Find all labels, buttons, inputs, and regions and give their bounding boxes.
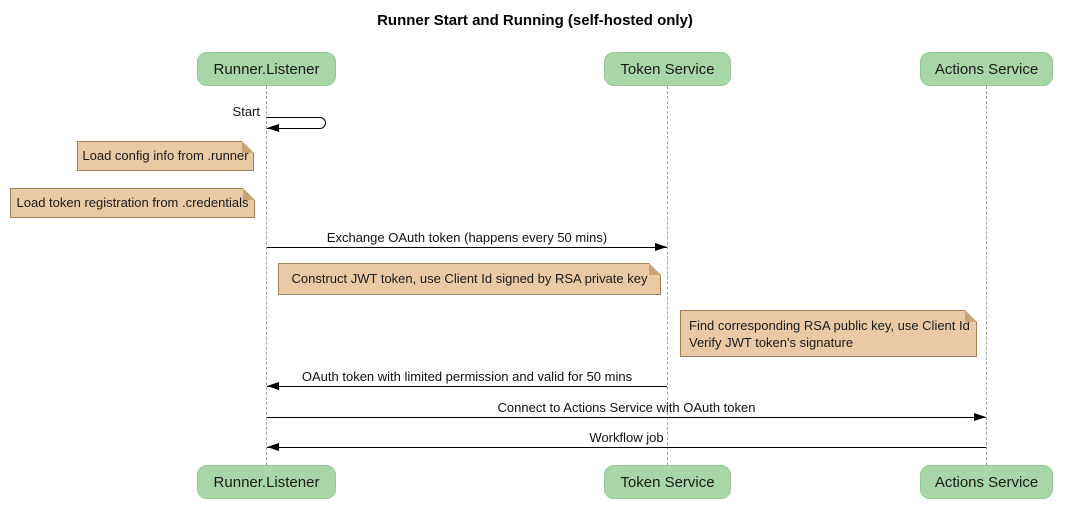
arrowhead-left-icon [267, 123, 279, 132]
note-text-line2: Verify JWT token's signature [689, 335, 854, 350]
arrowhead-right-icon [974, 412, 986, 421]
message-line [267, 242, 667, 251]
note-text: Load token registration from .credential… [16, 195, 249, 210]
note-load-token-registration: Load token registration from .credential… [10, 188, 255, 218]
arrowhead-right-icon [655, 242, 667, 251]
message-label: OAuth token with limited permission and … [301, 369, 633, 384]
message-label: Workflow job [589, 430, 664, 445]
lifeline-actions-service [986, 86, 987, 465]
message-workflow-job: Workflow job [267, 430, 986, 451]
message-line [267, 442, 986, 451]
note-text-line1: Find corresponding RSA public key, use C… [689, 318, 970, 333]
note-text: Load config info from .runner [82, 148, 249, 163]
actor-runner-listener-top: Runner.Listener [197, 52, 336, 86]
message-line [267, 412, 986, 421]
arrowhead-left-icon [267, 381, 279, 390]
self-message-start-label: Start [232, 104, 260, 119]
note-text: Construct JWT token, use Client Id signe… [291, 271, 648, 286]
note-verify-jwt: Find corresponding RSA public key, use C… [680, 310, 977, 357]
actor-token-service-top: Token Service [604, 52, 731, 86]
lifeline-token-service [667, 86, 668, 465]
lifeline-runner-listener [266, 86, 267, 465]
message-label: Exchange OAuth token (happens every 50 m… [326, 230, 608, 245]
self-message-loop-line [267, 117, 326, 129]
actor-actions-service-bottom: Actions Service [920, 465, 1053, 499]
actor-token-service-bottom: Token Service [604, 465, 731, 499]
actor-actions-service-top: Actions Service [920, 52, 1053, 86]
arrowhead-left-icon [267, 442, 279, 451]
message-oauth-token-response: OAuth token with limited permission and … [267, 369, 667, 390]
message-exchange-oauth-token: Exchange OAuth token (happens every 50 m… [267, 230, 667, 251]
actor-runner-listener-bottom: Runner.Listener [197, 465, 336, 499]
note-construct-jwt: Construct JWT token, use Client Id signe… [278, 263, 661, 295]
note-load-config: Load config info from .runner [77, 141, 254, 171]
message-connect-actions-service: Connect to Actions Service with OAuth to… [267, 400, 986, 421]
diagram-title: Runner Start and Running (self-hosted on… [377, 12, 693, 29]
message-label: Connect to Actions Service with OAuth to… [497, 400, 756, 415]
message-line [267, 381, 667, 390]
